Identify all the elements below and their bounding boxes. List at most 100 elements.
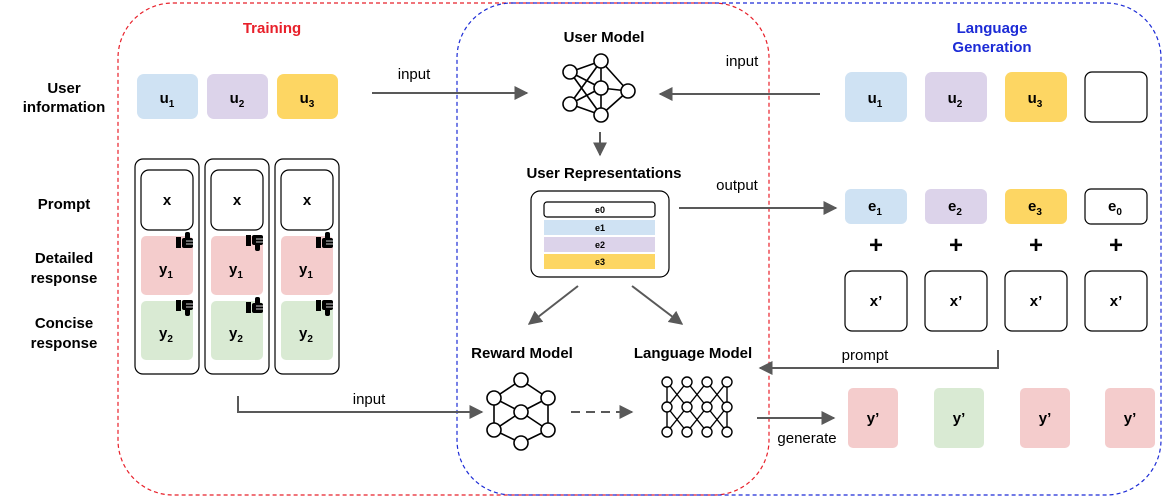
user-representations-box: e0 e1 e2 e3 [530,190,670,278]
training-column-1: x y1 y2 [134,158,200,375]
concise-response-box [141,301,193,360]
thumbs-up-icon [315,231,334,249]
generation-user-box-1: u1 [845,72,907,122]
prompt-label-arrow: prompt [842,347,890,364]
detailed-response-box [211,236,263,295]
detailed-response-box [281,236,333,295]
svg-text:x’: x’ [1110,293,1123,310]
svg-text:u2: u2 [230,90,245,110]
input-label-top: input [398,66,431,83]
thumbs-up-icon [175,231,194,249]
concise-response-box [281,301,333,360]
output-label: output [716,177,759,194]
plus-sign-2: + [949,232,963,259]
language-model-network-icon [661,376,733,438]
representation-e2 [544,237,655,252]
arrow-to-reward-model [527,285,579,325]
svg-text:y2: y2 [159,325,173,345]
detailed-response-label-line2: response [31,270,98,287]
svg-text:e1: e1 [595,223,605,233]
embedding-box-2: e2 [925,189,987,224]
svg-text:x: x [163,192,172,209]
language-model-title: Language Model [634,345,752,362]
training-title: Training [243,20,301,37]
svg-text:x’: x’ [870,293,883,310]
language-generation-title-line2: Generation [952,39,1031,56]
svg-text:e3: e3 [1028,198,1042,218]
input-label-right: input [726,53,759,70]
concise-response-box [211,301,263,360]
svg-text:x: x [303,192,312,209]
training-user-box-1: u1 [137,74,198,119]
prompt-box [140,169,194,231]
prompt-box-1: x’ [844,270,908,332]
svg-text:y’: y’ [953,410,966,427]
training-region [117,2,770,496]
svg-text:x: x [233,192,242,209]
concise-response-label-line1: Concise [35,315,93,332]
svg-text:y’: y’ [867,410,880,427]
svg-text:e1: e1 [868,198,882,218]
plus-sign-3: + [1029,232,1043,259]
output-box-2: y’ [934,388,984,448]
detailed-response-label-line1: Detailed [35,250,93,267]
generation-user-box-empty [1084,71,1148,123]
svg-text:e2: e2 [948,198,962,218]
prompt-box-3: x’ [1004,270,1068,332]
generation-user-box-3: u3 [1005,72,1067,122]
svg-text:e2: e2 [595,240,605,250]
user-model-title: User Model [564,29,645,46]
plus-sign-4: + [1109,232,1123,259]
reward-model-title: Reward Model [471,345,573,362]
prompt-box [280,169,334,231]
prompt-box [210,169,264,231]
training-column-3: x y1 y2 [274,158,340,375]
embedding-box-0: e0 [1084,188,1148,225]
svg-text:u1: u1 [868,90,883,110]
representation-e0 [543,201,656,218]
svg-text:u3: u3 [300,90,315,110]
representation-e3 [544,254,655,269]
svg-text:e3: e3 [595,257,605,267]
embedding-box-3: e3 [1005,189,1067,224]
user-representations-title: User Representations [526,165,681,182]
svg-text:y2: y2 [299,325,313,345]
svg-text:y’: y’ [1039,410,1052,427]
svg-text:x’: x’ [950,293,963,310]
embedding-box-1: e1 [845,189,907,224]
svg-text:u2: u2 [948,90,963,110]
prompt-box-2: x’ [924,270,988,332]
svg-text:e0: e0 [1108,198,1122,218]
prompt-label: Prompt [38,196,91,213]
svg-text:e0: e0 [595,205,605,215]
input-label-bottom: input [353,391,386,408]
representation-e1 [544,220,655,235]
svg-text:u1: u1 [160,90,175,110]
concise-response-label-line2: response [31,335,98,352]
output-box-1: y’ [848,388,898,448]
arrow-prompt-to-language-model [758,350,999,375]
reward-model-network-icon [486,372,556,451]
output-box-4: y’ [1105,388,1155,448]
user-information-label-line1: User [47,80,81,97]
svg-text:x’: x’ [1030,293,1043,310]
prompt-box-4: x’ [1084,270,1148,332]
training-user-box-2: u2 [207,74,268,119]
svg-text:u3: u3 [1028,90,1043,110]
thumbs-up-icon [245,296,264,314]
svg-text:y1: y1 [229,261,243,281]
user-model-network-icon [562,53,636,123]
output-box-3: y’ [1020,388,1070,448]
detailed-response-box [141,236,193,295]
user-information-label-line2: information [23,99,106,116]
svg-text:y1: y1 [299,261,313,281]
training-user-box-3: u3 [277,74,338,119]
generate-label: generate [777,430,836,447]
language-generation-title-line1: Language [957,20,1028,37]
arrow-training-input-to-reward-model [237,396,484,419]
plus-sign-1: + [869,232,883,259]
generation-region [456,2,1162,496]
svg-text:y’: y’ [1124,410,1137,427]
svg-text:y1: y1 [159,261,173,281]
